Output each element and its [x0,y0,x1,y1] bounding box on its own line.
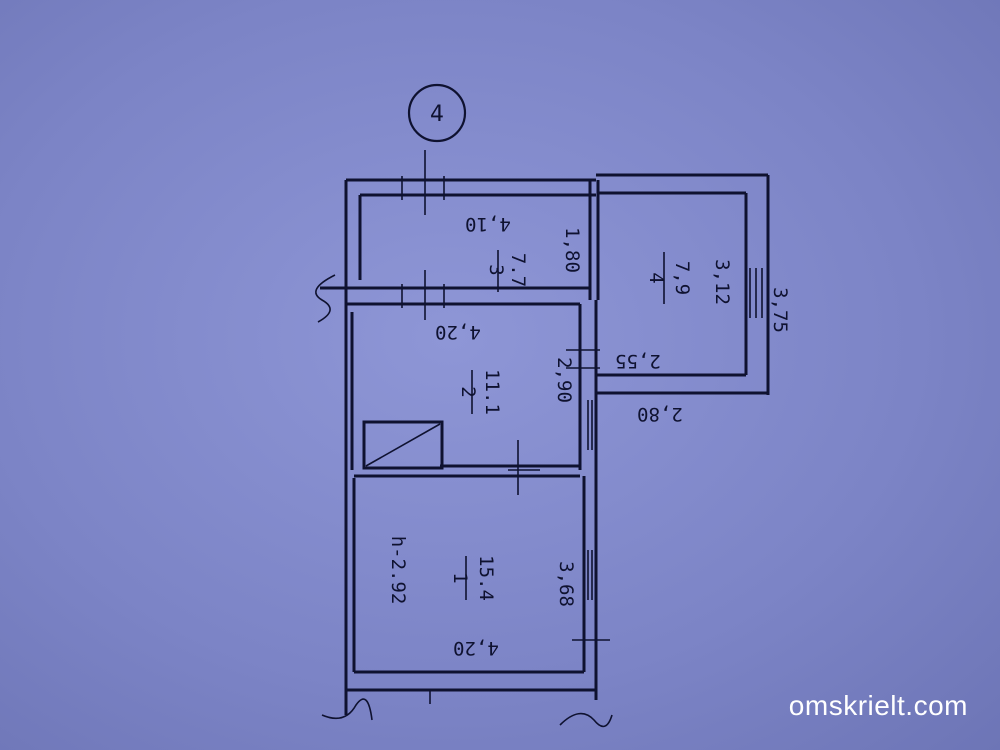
door-marks [401,176,610,704]
room-1-area: 15.4 [475,555,497,601]
room-4-number: 4 [645,272,667,283]
room-3-dim-width: 1,80 [561,227,583,273]
room-4-dim-inner-width: 2,55 [615,350,661,372]
room-2-area: 11.1 [481,369,503,415]
room-3: 4,10 3 7.7 1,80 [465,213,583,292]
room-1-dim-width: 3,68 [555,561,577,607]
room-3-dim-length: 4,10 [465,213,511,235]
room-2-dim-length: 4,20 [435,321,481,343]
room-4-dim-outer-width: 2,80 [637,403,683,425]
room-4-dim-inner: 3,12 [711,259,733,305]
room-2-dim-width: 2,90 [553,357,575,403]
room-1-number: 1 [449,572,471,583]
plan-marker-number: 4 [430,102,444,127]
break-mark-bottom-left [321,698,373,721]
break-mark-top [315,274,336,323]
room-4-walls [596,173,770,395]
watermark: omskrielt.com [788,690,968,721]
room-1-height: h-2.92 [387,536,409,605]
room-2: 4,20 2 11.1 2,90 [435,321,575,415]
room-4: 4 7,9 3,12 3,75 2,55 2,80 [615,252,791,425]
break-mark-bottom-right [559,712,613,728]
room-3-area: 7.7 [507,253,529,287]
room-1-dim-length: 4,20 [453,637,499,659]
plan-marker: 4 [407,83,467,143]
room-2-number: 2 [457,386,479,397]
room-1: h-2.92 1 15.4 3,68 4,20 [387,536,577,659]
windows [587,400,593,600]
walls [320,178,600,715]
room-4-area: 7,9 [671,261,693,295]
room-4-dim-outer: 3,75 [769,287,791,333]
room-3-number: 3 [485,264,507,275]
